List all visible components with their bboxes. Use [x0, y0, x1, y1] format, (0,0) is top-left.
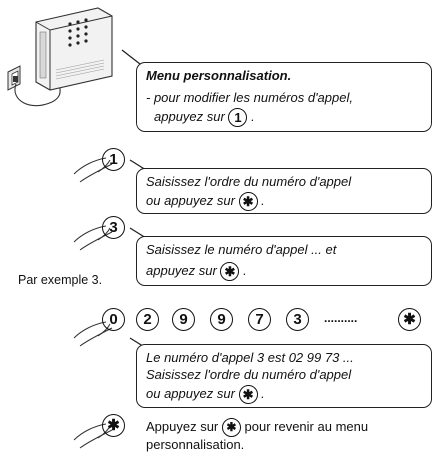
step2-line2-row: appuyez sur ✱ . — [146, 262, 247, 281]
power-socket-illustration — [7, 65, 61, 107]
pressed-star-key-icon: ✱ — [102, 414, 125, 437]
step2-line1: Saisissez le numéro d'appel ... et — [146, 242, 337, 257]
menu-line2-row: appuyez sur 1 . — [154, 108, 255, 127]
sequence-key-7: 7 — [248, 308, 271, 331]
sequence-ellipsis: .......... — [324, 311, 358, 325]
step3-line3: ou appuyez sur — [146, 385, 235, 401]
step2-end: . — [243, 262, 247, 278]
step3-line3-row: ou appuyez sur ✱ . — [146, 385, 265, 404]
sequence-star-key-icon: ✱ — [398, 308, 421, 331]
example-label: Par exemple 3. — [18, 273, 103, 287]
step1-line1: Saisissez l'ordre du numéro d'appel — [146, 174, 352, 189]
menu-end: . — [251, 108, 255, 124]
sequence-key-9a: 9 — [172, 308, 195, 331]
step4-line1b: pour revenir au menu — [244, 418, 369, 434]
step1-bubble — [136, 168, 432, 214]
step3-line1: Le numéro d'appel 3 est 02 99 73 ... — [146, 350, 354, 365]
pressed-key-0: 0 — [102, 308, 125, 331]
sequence-key-2: 2 — [136, 308, 159, 331]
step1-line2-row: ou appuyez sur ✱ . — [146, 192, 265, 211]
sequence-key-3: 3 — [286, 308, 309, 331]
step3-end: . — [261, 385, 265, 401]
star-key-icon: ✱ — [220, 262, 240, 281]
keypad-device-illustration — [35, 7, 113, 91]
step4-line1a: Appuyez sur — [146, 418, 219, 434]
pressed-key-3: 3 — [102, 216, 125, 239]
menu-line1: - pour modifier les numéros d'appel, — [146, 90, 353, 105]
step1-end: . — [261, 192, 265, 208]
step4-line1-row: Appuyez sur ✱ pour revenir au menu — [146, 418, 368, 437]
menu-title: Menu personnalisation. — [146, 68, 292, 83]
pressed-key-1: 1 — [102, 148, 125, 171]
step3-bubble — [136, 344, 432, 408]
star-key-icon: ✱ — [221, 418, 241, 437]
menu-bubble — [136, 62, 432, 132]
step4-line2: personnalisation. — [146, 437, 245, 452]
step2-bubble — [136, 236, 432, 286]
sequence-key-9b: 9 — [210, 308, 233, 331]
key-1-icon: 1 — [228, 108, 248, 127]
step1-line2: ou appuyez sur — [146, 192, 235, 208]
star-key-icon: ✱ — [238, 192, 258, 211]
step3-line2: Saisissez l'ordre du numéro d'appel — [146, 367, 352, 382]
step2-line2: appuyez sur — [146, 262, 217, 278]
star-key-icon: ✱ — [238, 385, 258, 404]
menu-line2: appuyez sur — [154, 108, 225, 124]
